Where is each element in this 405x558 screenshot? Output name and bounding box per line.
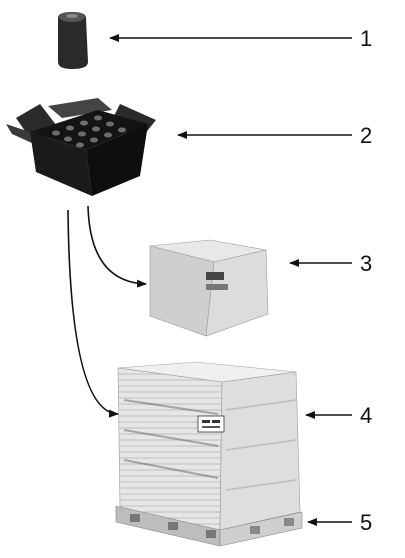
flow-arrow-to-case	[87, 205, 147, 288]
can-illustration	[58, 12, 88, 69]
callout-number-5: 5	[360, 510, 372, 535]
callout-number-2: 2	[360, 123, 372, 148]
callout-number-3: 3	[360, 251, 372, 276]
callout-number-4: 4	[360, 403, 372, 428]
case-illustration	[149, 239, 269, 337]
callout-number-1: 1	[360, 26, 372, 51]
flow-arrow-to-load	[67, 209, 119, 418]
pallet-illustration	[115, 505, 303, 547]
wrapped-load-illustration	[117, 361, 301, 531]
carton-illustration	[6, 98, 156, 196]
